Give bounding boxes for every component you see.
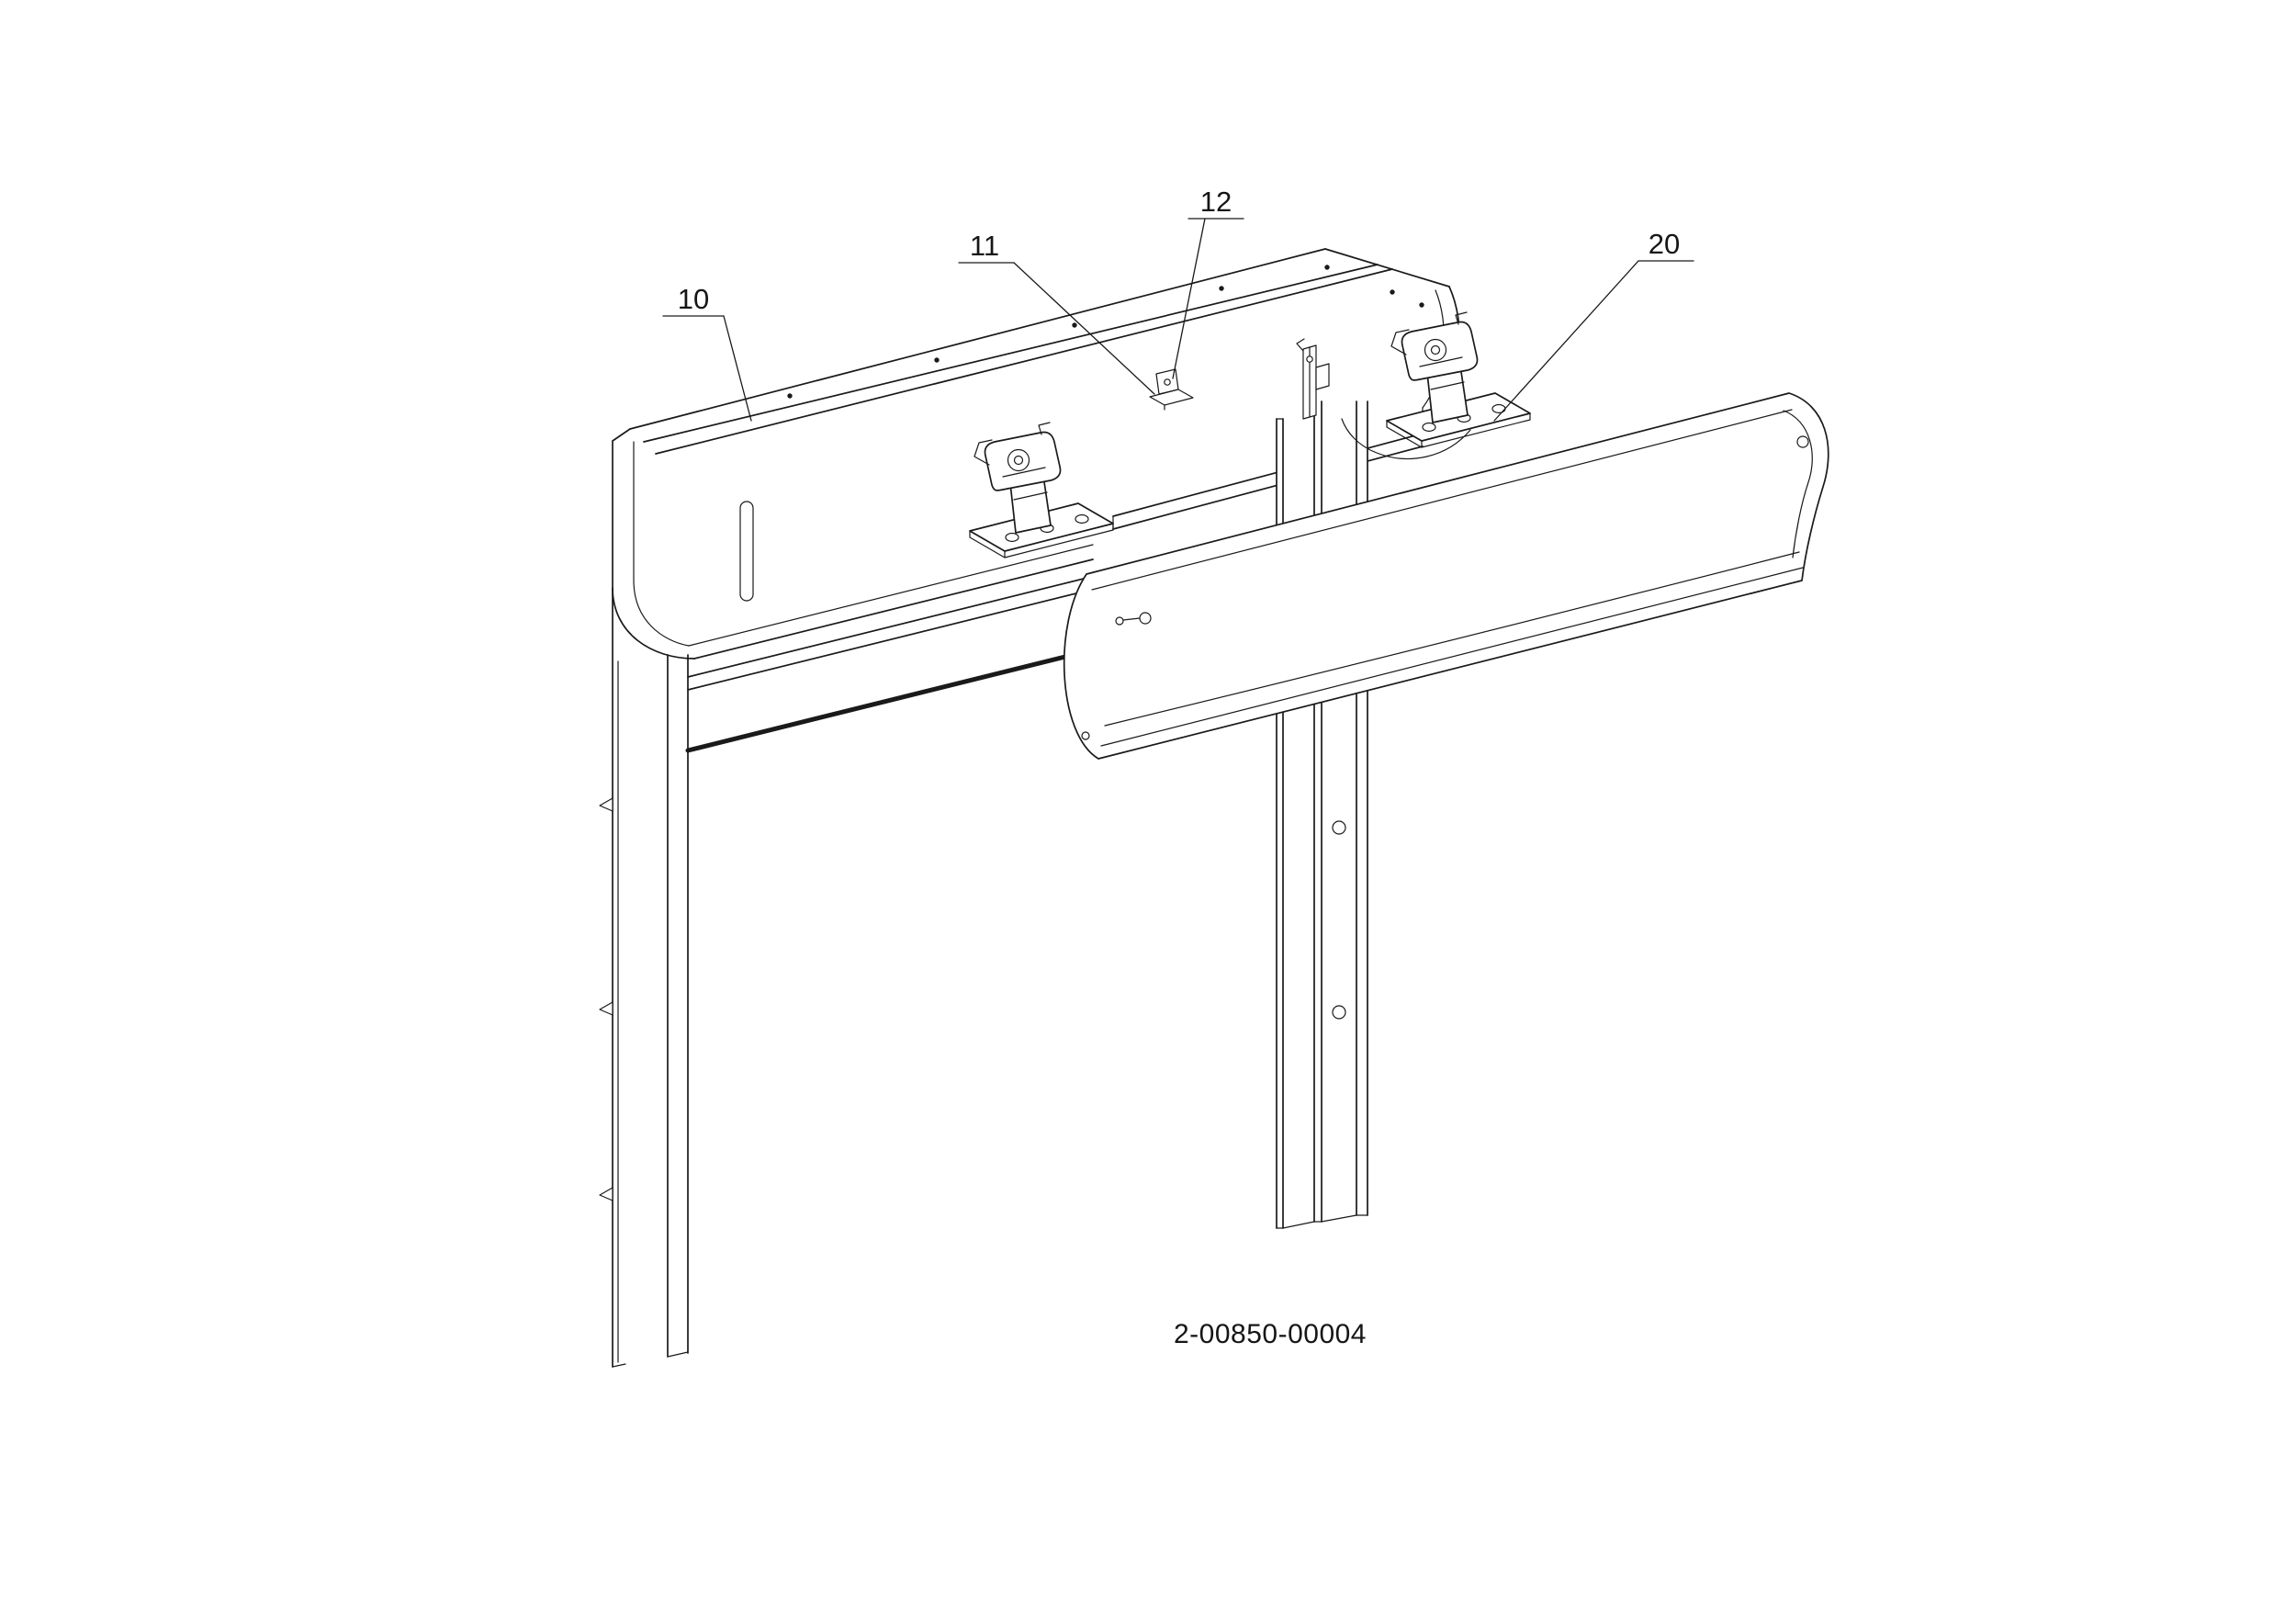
clip-bracket — [1149, 368, 1194, 411]
callout-20-label: 20 — [1649, 228, 1680, 260]
cover-bottom-edge — [693, 558, 1094, 660]
callout-12-label: 12 — [1200, 186, 1232, 218]
clip-base — [1149, 389, 1194, 406]
back-edge-lower — [1112, 445, 1424, 530]
cable — [1341, 418, 1471, 459]
middle-guide-rail — [1276, 338, 1368, 1229]
screw-dot — [1072, 322, 1077, 328]
end-cap-inner-contour — [633, 441, 690, 647]
callout-12-leader — [1172, 218, 1206, 379]
front-cover-panel — [1063, 392, 1829, 760]
clip-hole — [1164, 378, 1171, 386]
mounting-bracket-left — [969, 422, 1114, 558]
drawing-number: 2-00850-00004 — [1174, 1319, 1367, 1349]
callout-11: 11 — [958, 230, 1155, 395]
fixing-clip — [599, 797, 613, 812]
callout-10-leader — [723, 315, 752, 422]
back-edge-upper — [1112, 433, 1424, 517]
panel-screw-shaft — [1122, 617, 1141, 621]
rail-top-guide-hole — [1306, 355, 1313, 363]
panel-crease-line — [1104, 551, 1800, 727]
panel-top-inner-line — [1091, 409, 1793, 591]
panel-outline — [1063, 392, 1829, 760]
cable-curve — [1341, 418, 1471, 459]
panel-lip-line — [1100, 567, 1804, 747]
end-cap-slot — [739, 501, 754, 602]
rail-top-guide-hook — [1296, 338, 1305, 352]
callout-10: 10 — [662, 283, 752, 422]
screw-dot — [1219, 286, 1224, 291]
end-cap-outline — [612, 428, 631, 1368]
callout-10-label: 10 — [678, 283, 709, 315]
curtain-slats — [685, 573, 1105, 753]
panel-screw-hole — [1796, 435, 1809, 448]
callout-12: 12 — [1172, 186, 1244, 379]
top-front-edge — [643, 264, 1379, 443]
fixing-clip — [599, 1001, 613, 1016]
callout-20: 20 — [1493, 228, 1694, 422]
screw-dot — [787, 393, 793, 399]
curtain-bottom-bar — [685, 645, 1105, 753]
fixing-clip — [599, 1187, 613, 1201]
rail-bottom-steps — [1276, 1214, 1368, 1229]
slat-line — [687, 573, 1103, 678]
fascia-edge — [655, 268, 1393, 455]
rail-top-guide-tab — [1315, 363, 1330, 390]
panel-corner-hole — [1081, 731, 1090, 740]
header-housing — [612, 248, 1461, 1368]
top-back-edge — [629, 248, 1326, 430]
side-plate-top-edge — [1324, 248, 1450, 288]
rail-hole — [1332, 1005, 1346, 1020]
left-guide-rail — [599, 654, 689, 1368]
mounting-bracket-right — [1386, 311, 1531, 448]
screw-dot — [1419, 302, 1424, 308]
rail-bottom-bevel — [667, 1351, 689, 1358]
screw-dot — [1324, 265, 1330, 270]
panel-right-inner-curve — [1783, 410, 1813, 558]
screw-dot — [934, 357, 940, 363]
rail-hole — [1332, 820, 1346, 835]
end-cap-bullnose — [612, 587, 695, 660]
callout-11-label: 11 — [970, 230, 999, 262]
rail-foot — [612, 1363, 626, 1368]
slat-line — [687, 586, 1103, 691]
panel-screw-hole — [1139, 612, 1152, 625]
panel-screw-head — [1115, 616, 1124, 626]
callout-20-leader — [1493, 260, 1639, 422]
callouts: 10 11 12 20 — [662, 186, 1694, 422]
cover-crease-line — [688, 544, 1094, 647]
callout-11-leader — [1013, 262, 1155, 395]
screw-dot — [1390, 289, 1395, 295]
